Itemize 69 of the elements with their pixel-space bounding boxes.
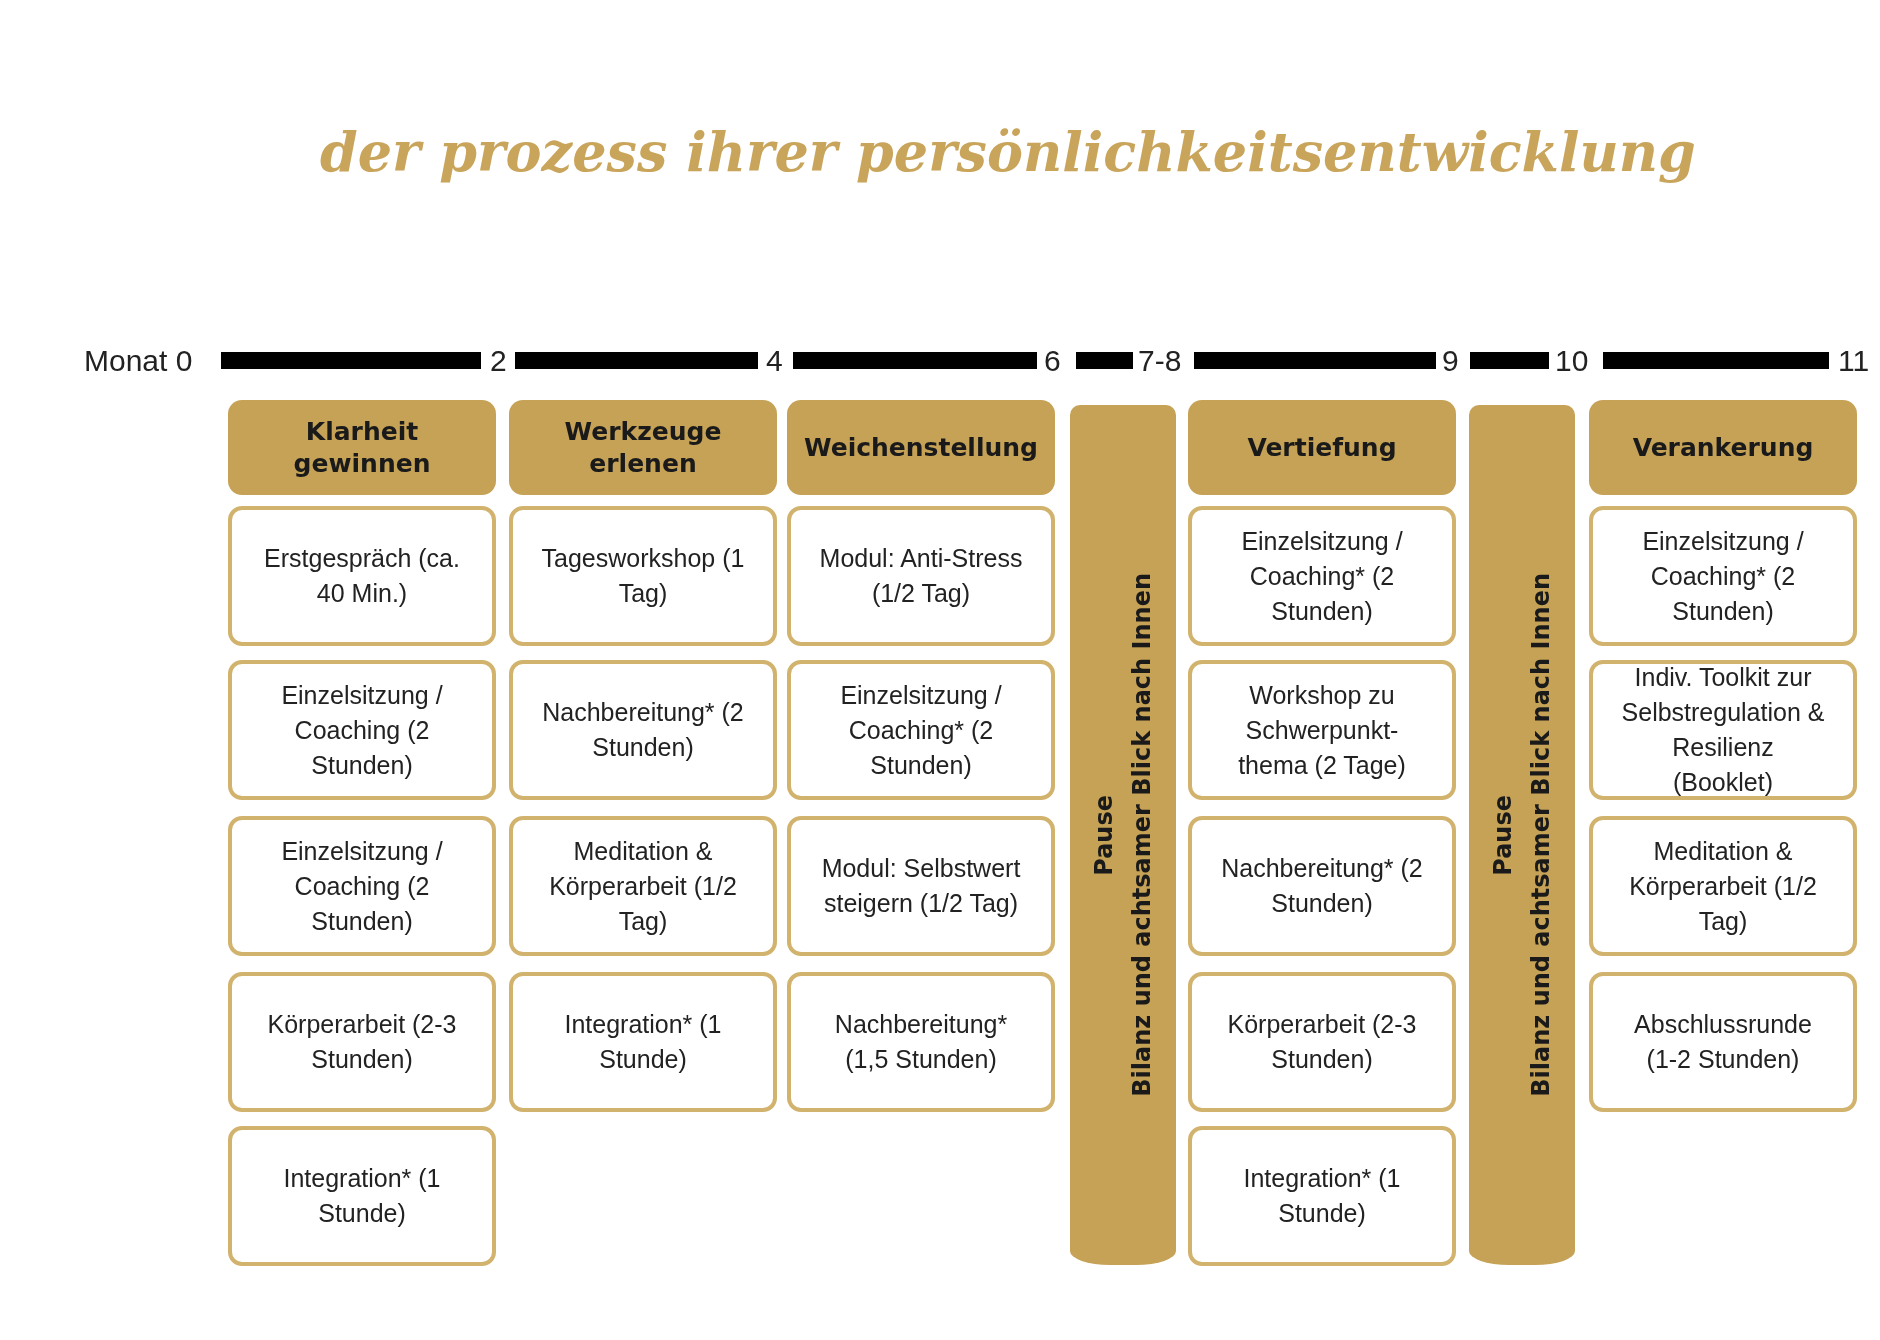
activity-text: Abschlussrunde (1-2 Stunden) — [1633, 1009, 1813, 1075]
phase-title: Weichenstellung — [803, 431, 1039, 464]
activity-text: Indiv. Toolkit zur Selbstregulation & Resilienz (Booklet) — [1620, 662, 1826, 798]
activity-text: Einzelsitzung / Coaching (2 Stunden) — [280, 835, 444, 937]
activity-text: Einzelsitzung / Coaching* (2 Stunden) — [1641, 525, 1805, 627]
activity-box — [787, 660, 1055, 800]
activity-box — [1188, 972, 1456, 1112]
phase-title: Klarheit gewinnen — [292, 416, 432, 479]
activity-box — [1589, 816, 1857, 956]
pause-band — [1469, 405, 1575, 1265]
phase-header — [787, 400, 1055, 495]
phase-title: Werkzeuge erlenen — [563, 416, 723, 479]
pause-band — [1070, 405, 1176, 1265]
month-label: 4 — [766, 346, 783, 376]
activity-text: Körperarbeit (2-3 Stunden) — [266, 1009, 458, 1075]
activity-text: Modul: Anti-Stress (1/2 Tag) — [818, 543, 1024, 609]
activity-text: Integration* (1 Stunde) — [563, 1009, 723, 1075]
band-title: Pause — [1489, 794, 1517, 876]
activity-box — [509, 506, 777, 646]
activity-text: Integration* (1 Stunde) — [282, 1163, 442, 1229]
band-title: Pause — [1090, 794, 1118, 876]
phase-header — [1589, 400, 1857, 495]
month-label: 2 — [490, 346, 507, 376]
month-label: 11 — [1838, 346, 1870, 376]
activity-text: Erstgespräch (ca. 40 Min.) — [263, 543, 461, 609]
activity-text: Einzelsitzung / Coaching* (2 Stunden) — [1240, 525, 1404, 627]
activity-text: Integration* (1 Stunde) — [1242, 1163, 1402, 1229]
month-label: Monat 0 — [84, 346, 193, 376]
activity-text: Modul: Selbstwert steigern (1/2 Tag) — [820, 853, 1022, 919]
activity-box — [228, 506, 496, 646]
activity-box — [787, 972, 1055, 1112]
activity-text: Workshop zu Schwerpunkt-thema (2 Tage) — [1237, 679, 1407, 781]
month-label: 7-8 — [1138, 346, 1182, 376]
month-label: 6 — [1044, 346, 1061, 376]
activity-text: Meditation & Körperarbeit (1/2 Tag) — [1628, 835, 1818, 937]
activity-box — [1188, 506, 1456, 646]
month-label: 9 — [1442, 346, 1459, 376]
month-label: 10 — [1555, 346, 1589, 376]
activity-text: Tagesworkshop (1 Tag) — [540, 543, 746, 609]
activity-box — [787, 816, 1055, 956]
activity-text: Meditation & Körperarbeit (1/2 Tag) — [548, 835, 738, 937]
activity-box — [787, 506, 1055, 646]
activity-text: Einzelsitzung / Coaching (2 Stunden) — [280, 679, 444, 781]
activity-text: Einzelsitzung / Coaching* (2 Stunden) — [839, 679, 1003, 781]
phase-header — [228, 400, 496, 495]
phase-header — [509, 400, 777, 495]
phase-header — [1188, 400, 1456, 495]
activity-box — [228, 816, 496, 956]
phase-title: Verankerung — [1631, 431, 1815, 464]
activity-text: Nachbereitung* (2 Stunden) — [541, 697, 745, 763]
activity-box — [1589, 660, 1857, 800]
activity-box — [1589, 506, 1857, 646]
activity-box — [1188, 1126, 1456, 1266]
activity-box — [509, 660, 777, 800]
activity-box — [228, 972, 496, 1112]
activity-box — [509, 972, 777, 1112]
activity-text: Nachbereitung* (2 Stunden) — [1220, 853, 1424, 919]
activity-text: Nachbereitung* (1,5 Stunden) — [833, 1009, 1009, 1075]
activity-box — [228, 1126, 496, 1266]
activity-box — [1589, 972, 1857, 1112]
activity-box — [228, 660, 496, 800]
activity-text: Körperarbeit (2-3 Stunden) — [1226, 1009, 1418, 1075]
title: der prozess ihrer persönlichkeitsentwicklung — [320, 120, 1696, 184]
activity-box — [1188, 660, 1456, 800]
phase-title: Vertiefung — [1246, 431, 1398, 464]
band-text: Bilanz und achtsamer Blick nach Innen — [1527, 573, 1555, 1097]
band-text: Bilanz und achtsamer Blick nach Innen — [1128, 573, 1156, 1097]
activity-box — [1188, 816, 1456, 956]
activity-box — [509, 816, 777, 956]
